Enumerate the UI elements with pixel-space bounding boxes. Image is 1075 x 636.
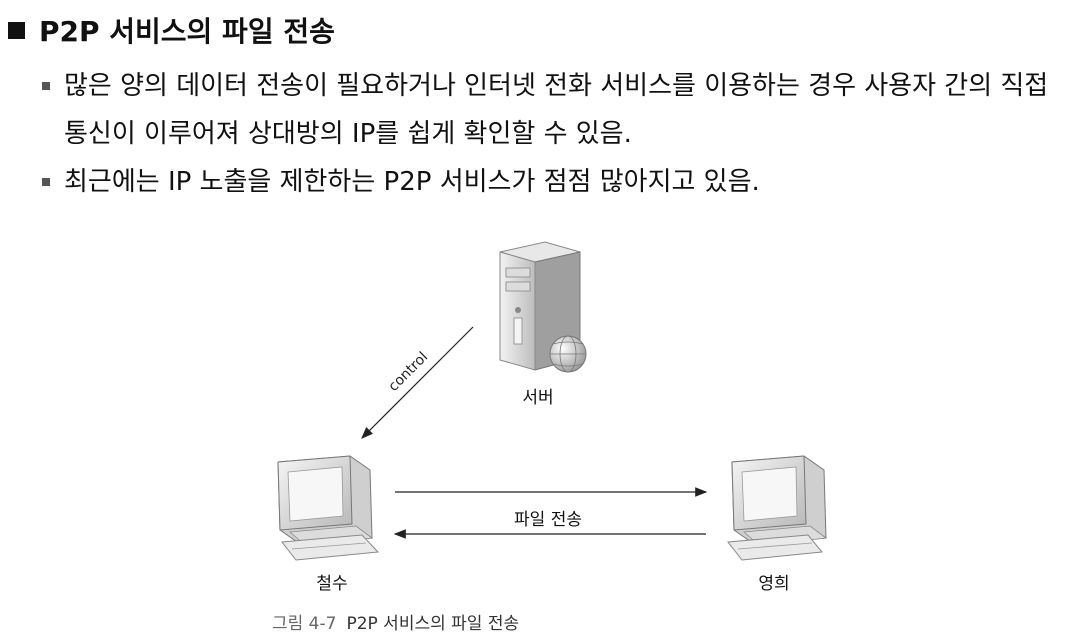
client-a-label: 철수 [302,569,362,594]
caption-text: P2P 서비스의 파일 전송 [346,614,519,634]
globe-icon [550,336,586,372]
figure-caption: 그림 4-7 P2P 서비스의 파일 전송 [272,609,519,634]
control-arrow [362,327,473,438]
computer-icon-b [728,456,826,560]
control-label: control [386,349,432,395]
caption-number: 그림 4-7 [272,614,336,634]
client-b-label: 영희 [744,569,804,594]
server-label: 서버 [510,383,566,408]
transfer-label: 파일 전송 [500,505,596,530]
computer-icon-a [278,456,378,560]
